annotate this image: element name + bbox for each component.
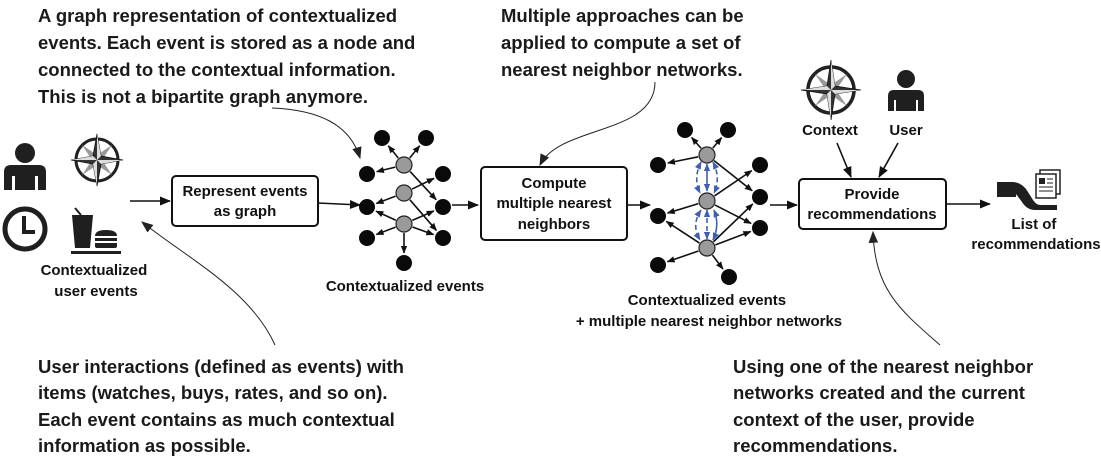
callout-bottom-right [868, 230, 941, 346]
callout-top-left [271, 107, 362, 160]
food-icon [71, 207, 121, 254]
compass-icon [70, 133, 124, 187]
hand-with-list-icon [997, 169, 1061, 210]
event-node [359, 199, 375, 215]
arrow-context-to-step3 [836, 142, 852, 179]
event-node [721, 269, 737, 285]
context-node [698, 239, 716, 257]
graph-edge [387, 145, 399, 159]
clock-icon [2, 206, 48, 252]
context-label: Context [802, 122, 858, 139]
nearest-neighbor-edge [694, 161, 702, 194]
context-node [395, 215, 413, 233]
callout-bottom-left [141, 221, 276, 346]
graph-edge [715, 230, 752, 246]
annotation-bottom-left: User interactions (defined as events) wi… [38, 356, 409, 456]
graph-edge [412, 226, 435, 236]
graph-edge [411, 177, 435, 190]
graph-edge [712, 203, 754, 243]
context-node [395, 156, 413, 174]
graph-edge [375, 166, 396, 174]
graph-edge [666, 202, 699, 215]
graph-nearest-neighbor-networks [650, 122, 768, 285]
event-node [374, 130, 390, 146]
event-node [435, 166, 451, 182]
annotation-top-left: A graph representation of contextualized… [38, 5, 420, 107]
graph-edge [411, 210, 435, 222]
user-person-icon [888, 70, 924, 111]
graph-edge [713, 169, 753, 197]
graph-edge [711, 254, 724, 270]
nearest-neighbor-edge [712, 209, 720, 241]
event-node [650, 257, 666, 273]
event-node [359, 230, 375, 246]
graph-edge [665, 220, 700, 244]
context-compass-icon [800, 59, 862, 121]
event-node [650, 157, 666, 173]
annotation-top-middle: Multiple approaches can be applied to co… [501, 5, 749, 80]
event-node [418, 130, 434, 146]
graph-edge [713, 159, 753, 192]
person-icon [4, 143, 46, 190]
event-node [720, 122, 736, 138]
event-node [677, 122, 693, 138]
event-node [359, 166, 375, 182]
event-node [752, 157, 768, 173]
annotation-bottom-right: Using one of the nearest neighbor networ… [733, 356, 1038, 456]
graph1-label: Contextualized events [326, 278, 484, 295]
graph-edge [375, 226, 396, 236]
event-node [752, 189, 768, 205]
context-node [395, 184, 413, 202]
output-label: List of recommendations [971, 216, 1100, 253]
graph-edge [667, 156, 699, 165]
event-node [650, 208, 666, 224]
callout-top-middle [539, 81, 656, 167]
context-node [698, 192, 716, 210]
nearest-neighbor-edge [693, 209, 702, 241]
graph-edge [666, 250, 699, 263]
graph-edge [409, 145, 421, 159]
event-node [752, 220, 768, 236]
graph-edge [409, 171, 437, 201]
graph-edge [712, 137, 723, 149]
graph2-label: Contextualized events + multiple nearest… [576, 292, 842, 330]
arrow-step1-to-graph1 [317, 200, 362, 209]
graph-edge [714, 204, 752, 225]
graph-edge [691, 136, 702, 149]
input-label: Contextualized user events [41, 262, 152, 300]
user-label: User [889, 122, 923, 139]
graph-contextualized-events [359, 130, 451, 271]
arrow-user-to-step3 [878, 142, 899, 178]
graph-edge [375, 210, 397, 221]
event-node [435, 199, 451, 215]
graph-edge [375, 195, 396, 205]
event-node [396, 255, 412, 271]
context-node [698, 146, 716, 164]
nearest-neighbor-edge [712, 161, 720, 194]
event-node [435, 230, 451, 246]
